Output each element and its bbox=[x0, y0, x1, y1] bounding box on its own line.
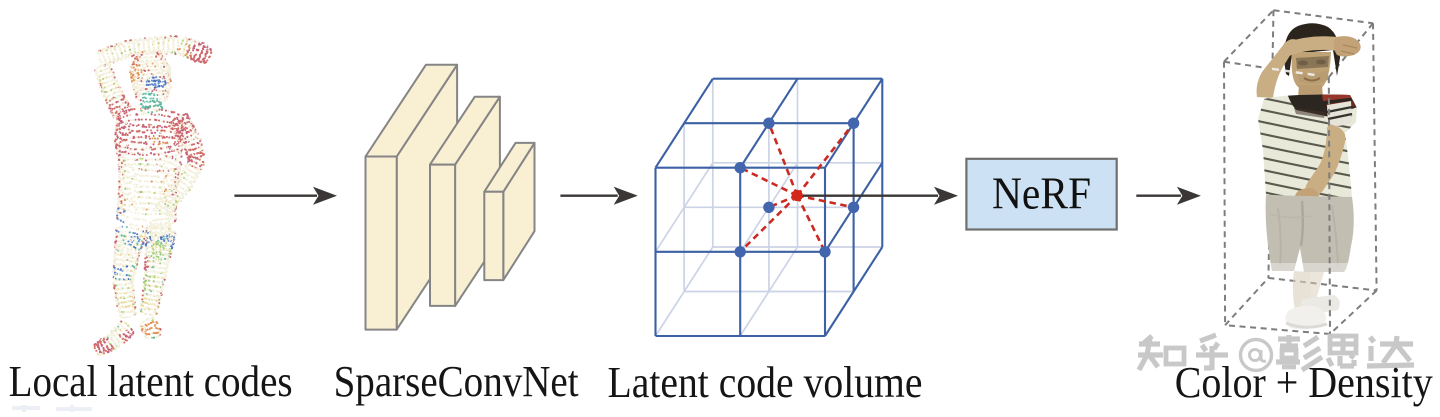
svg-text:Local latent codes: Local latent codes bbox=[9, 357, 293, 406]
svg-text:NeRF: NeRF bbox=[992, 169, 1091, 219]
